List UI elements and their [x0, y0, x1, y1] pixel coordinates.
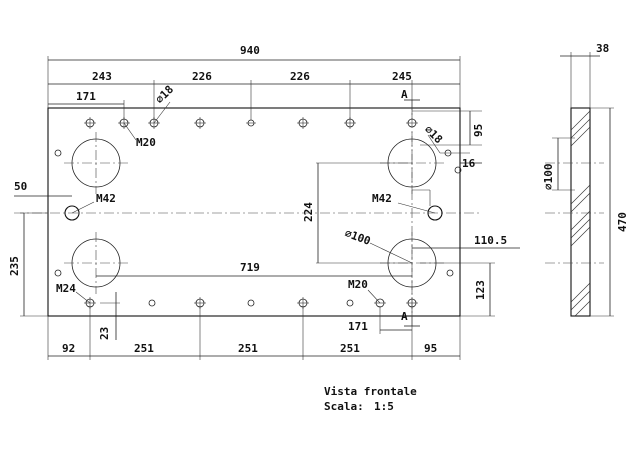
- side-view: [545, 52, 614, 317]
- label-bottom-92: 92: [62, 342, 75, 355]
- label-110-5: 110.5: [474, 234, 507, 247]
- side-hole-right-low: [446, 269, 454, 277]
- m42-hole-right: [427, 205, 443, 221]
- label-m24: M24: [56, 282, 76, 295]
- label-section-top: A: [401, 88, 408, 101]
- label-245: 245: [392, 70, 412, 83]
- label-171-bottom: 171: [348, 320, 368, 333]
- label-171-top: 171: [76, 90, 96, 103]
- label-243: 243: [92, 70, 112, 83]
- dimension-123: [420, 262, 495, 317]
- dimension-23: [100, 292, 120, 340]
- label-bottom-251c: 251: [340, 342, 360, 355]
- label-bottom-95: 95: [424, 342, 437, 355]
- dimension-top-segments: [48, 80, 460, 120]
- caption-scale-label: Scala:: [324, 400, 364, 413]
- port-top-left: [64, 132, 128, 194]
- dimension-171-bottom: [379, 306, 412, 334]
- dimension-224: [316, 162, 412, 264]
- port-bottom-left: [64, 232, 128, 294]
- dimension-bottom-segments: [47, 306, 461, 360]
- label-dia-18-top: ⌀18: [153, 83, 176, 106]
- label-226b: 226: [290, 70, 310, 83]
- label-123: 123: [474, 280, 487, 300]
- caption-view: Vista frontale: [324, 385, 417, 398]
- label-50: 50: [14, 180, 27, 193]
- dimension-940: [47, 56, 461, 108]
- label-224: 224: [302, 202, 315, 222]
- label-m20-bottom: M20: [348, 278, 368, 291]
- label-719: 719: [240, 261, 260, 274]
- label-side-38: 38: [596, 42, 609, 55]
- label-side-470: 470: [616, 212, 629, 232]
- label-226a: 226: [192, 70, 212, 83]
- m42-hole-left: [64, 205, 80, 221]
- bottom-bolt-holes: [84, 297, 418, 309]
- label-m42-left: M42: [96, 192, 116, 205]
- label-235: 235: [8, 256, 21, 276]
- dimension-235: [20, 212, 48, 317]
- caption-scale-value: 1:5: [374, 400, 394, 413]
- label-940: 940: [240, 44, 260, 57]
- side-hole-right-2: [454, 166, 462, 174]
- label-bottom-251b: 251: [238, 342, 258, 355]
- label-95-right: 95: [472, 124, 485, 137]
- side-hole-left-low: [54, 269, 62, 277]
- dimension-right: [412, 110, 482, 164]
- leader-lines: [71, 101, 441, 304]
- label-bottom-251a: 251: [134, 342, 154, 355]
- label-16: 16: [462, 157, 476, 170]
- side-hole-left: [54, 149, 62, 157]
- label-section-bottom: A: [401, 310, 408, 323]
- plate-outline: [47, 107, 461, 317]
- label-side-dia-100: ⌀100: [542, 164, 555, 191]
- label-m42-right: M42: [372, 192, 392, 205]
- section-line-a: [404, 99, 420, 327]
- label-dia-100-port: ⌀100: [343, 227, 372, 248]
- label-m20-top: M20: [136, 136, 156, 149]
- label-23: 23: [98, 327, 111, 340]
